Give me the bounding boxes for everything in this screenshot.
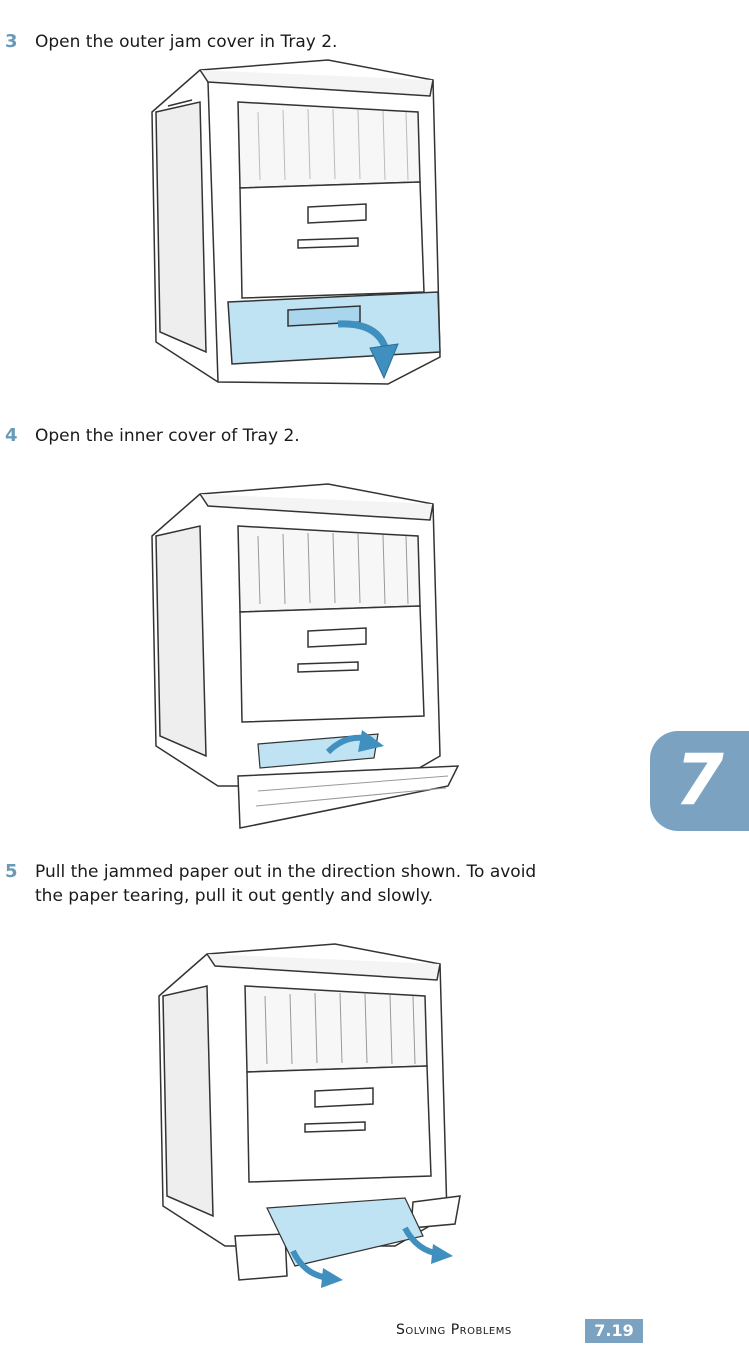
step-text: Open the outer jam cover in Tray 2.	[35, 30, 675, 54]
chapter-tab: 7	[650, 731, 749, 831]
printer-figure-pull-jammed-paper	[155, 936, 470, 1292]
step-number: 3	[5, 30, 18, 54]
step-number: 5	[5, 860, 18, 884]
page-number: 7.19	[585, 1319, 643, 1343]
footer-section-text: Solving Problems	[396, 1322, 512, 1338]
chapter-number: 7	[650, 735, 749, 825]
printer-figure-inner-cover-open	[148, 476, 463, 832]
printer-figure-outer-cover-open	[148, 52, 453, 392]
step-text: Open the inner cover of Tray 2.	[35, 424, 675, 448]
step-text: Pull the jammed paper out in the directi…	[35, 860, 675, 908]
footer-section-title: Solving Problems	[396, 1322, 512, 1338]
step-number: 4	[5, 424, 18, 448]
